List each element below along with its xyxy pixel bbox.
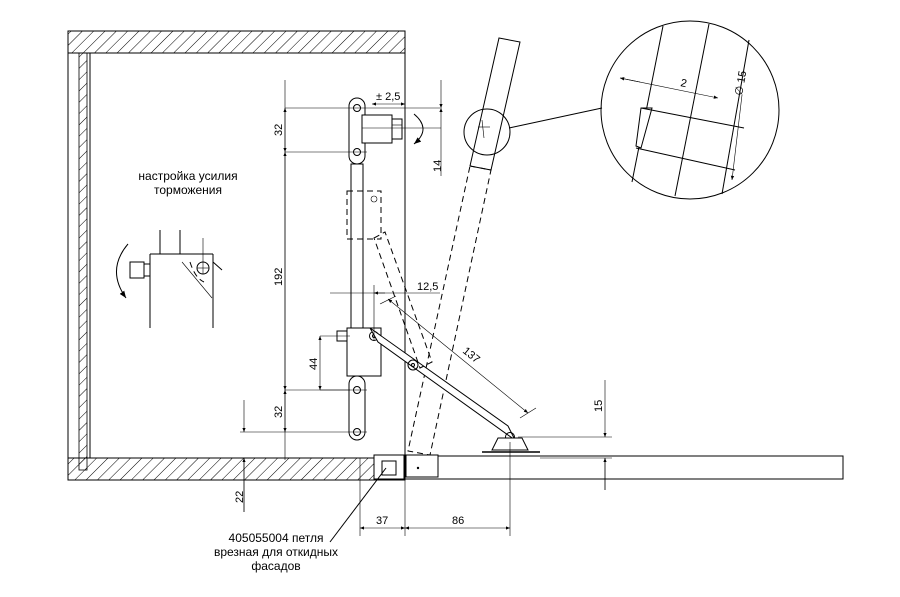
hinge-screw xyxy=(416,466,420,470)
strut-rod xyxy=(350,163,364,331)
brake-adjust-label: настройка усилия xyxy=(138,169,237,183)
detail-circle xyxy=(600,20,780,200)
rotate-arrow-upper xyxy=(413,113,424,145)
flap-closed-position xyxy=(404,455,844,480)
flap-open-position xyxy=(469,37,521,171)
magnified-detail xyxy=(463,20,780,200)
dim-192: 192 xyxy=(273,268,285,286)
dim-86: 86 xyxy=(452,515,464,527)
brake-adjust-detail xyxy=(116,230,223,328)
hinge-label-2: врезная для откидных xyxy=(214,545,338,559)
lift-arm xyxy=(369,327,516,441)
hinge-label-3: фасадов xyxy=(251,559,300,573)
rotate-arrow-left xyxy=(116,243,129,299)
cabinet-side-panel-hatch xyxy=(78,52,88,471)
flap-panel xyxy=(404,37,844,480)
hidden-pivot xyxy=(370,195,378,203)
detail-dim-2: 2 xyxy=(679,77,687,90)
dimension-lines xyxy=(240,80,612,536)
dim-37: 37 xyxy=(376,515,388,527)
dim-137: 137 xyxy=(460,345,482,366)
dim-pm2-5: ± 2,5 xyxy=(376,91,400,103)
dim-15-right: 15 xyxy=(593,400,605,412)
upper-bracket xyxy=(361,114,393,144)
detail-marker-circle xyxy=(463,108,511,156)
hinge-leader-line xyxy=(329,467,387,543)
dim-14: 14 xyxy=(432,160,444,172)
dim-32-bottom: 32 xyxy=(273,406,285,418)
lift-mechanism xyxy=(336,97,540,453)
strut-lower-end xyxy=(348,375,366,441)
upper-bracket-cap xyxy=(391,118,403,140)
dim-12-5: 12,5 xyxy=(417,281,438,293)
lift-arm-phantom xyxy=(373,231,433,369)
hinge-plate xyxy=(405,454,439,478)
hinge-label: 405055004 петля xyxy=(229,531,324,545)
cabinet-top-panel xyxy=(67,30,406,54)
brake-adjust-label-2: торможения xyxy=(154,183,222,197)
strut-hidden-section xyxy=(346,190,382,240)
hinge-cup-inner xyxy=(381,460,397,476)
dim-22: 22 xyxy=(234,491,246,503)
dim-44: 44 xyxy=(308,358,320,370)
hinge xyxy=(329,454,439,543)
detail-leader xyxy=(508,107,603,129)
cabinet-bottom-panel xyxy=(67,457,406,481)
dim-32-top: 32 xyxy=(273,124,285,136)
detail-dim-dia15: ∅ 15 xyxy=(733,70,749,97)
adjust-screw-head xyxy=(129,261,145,279)
